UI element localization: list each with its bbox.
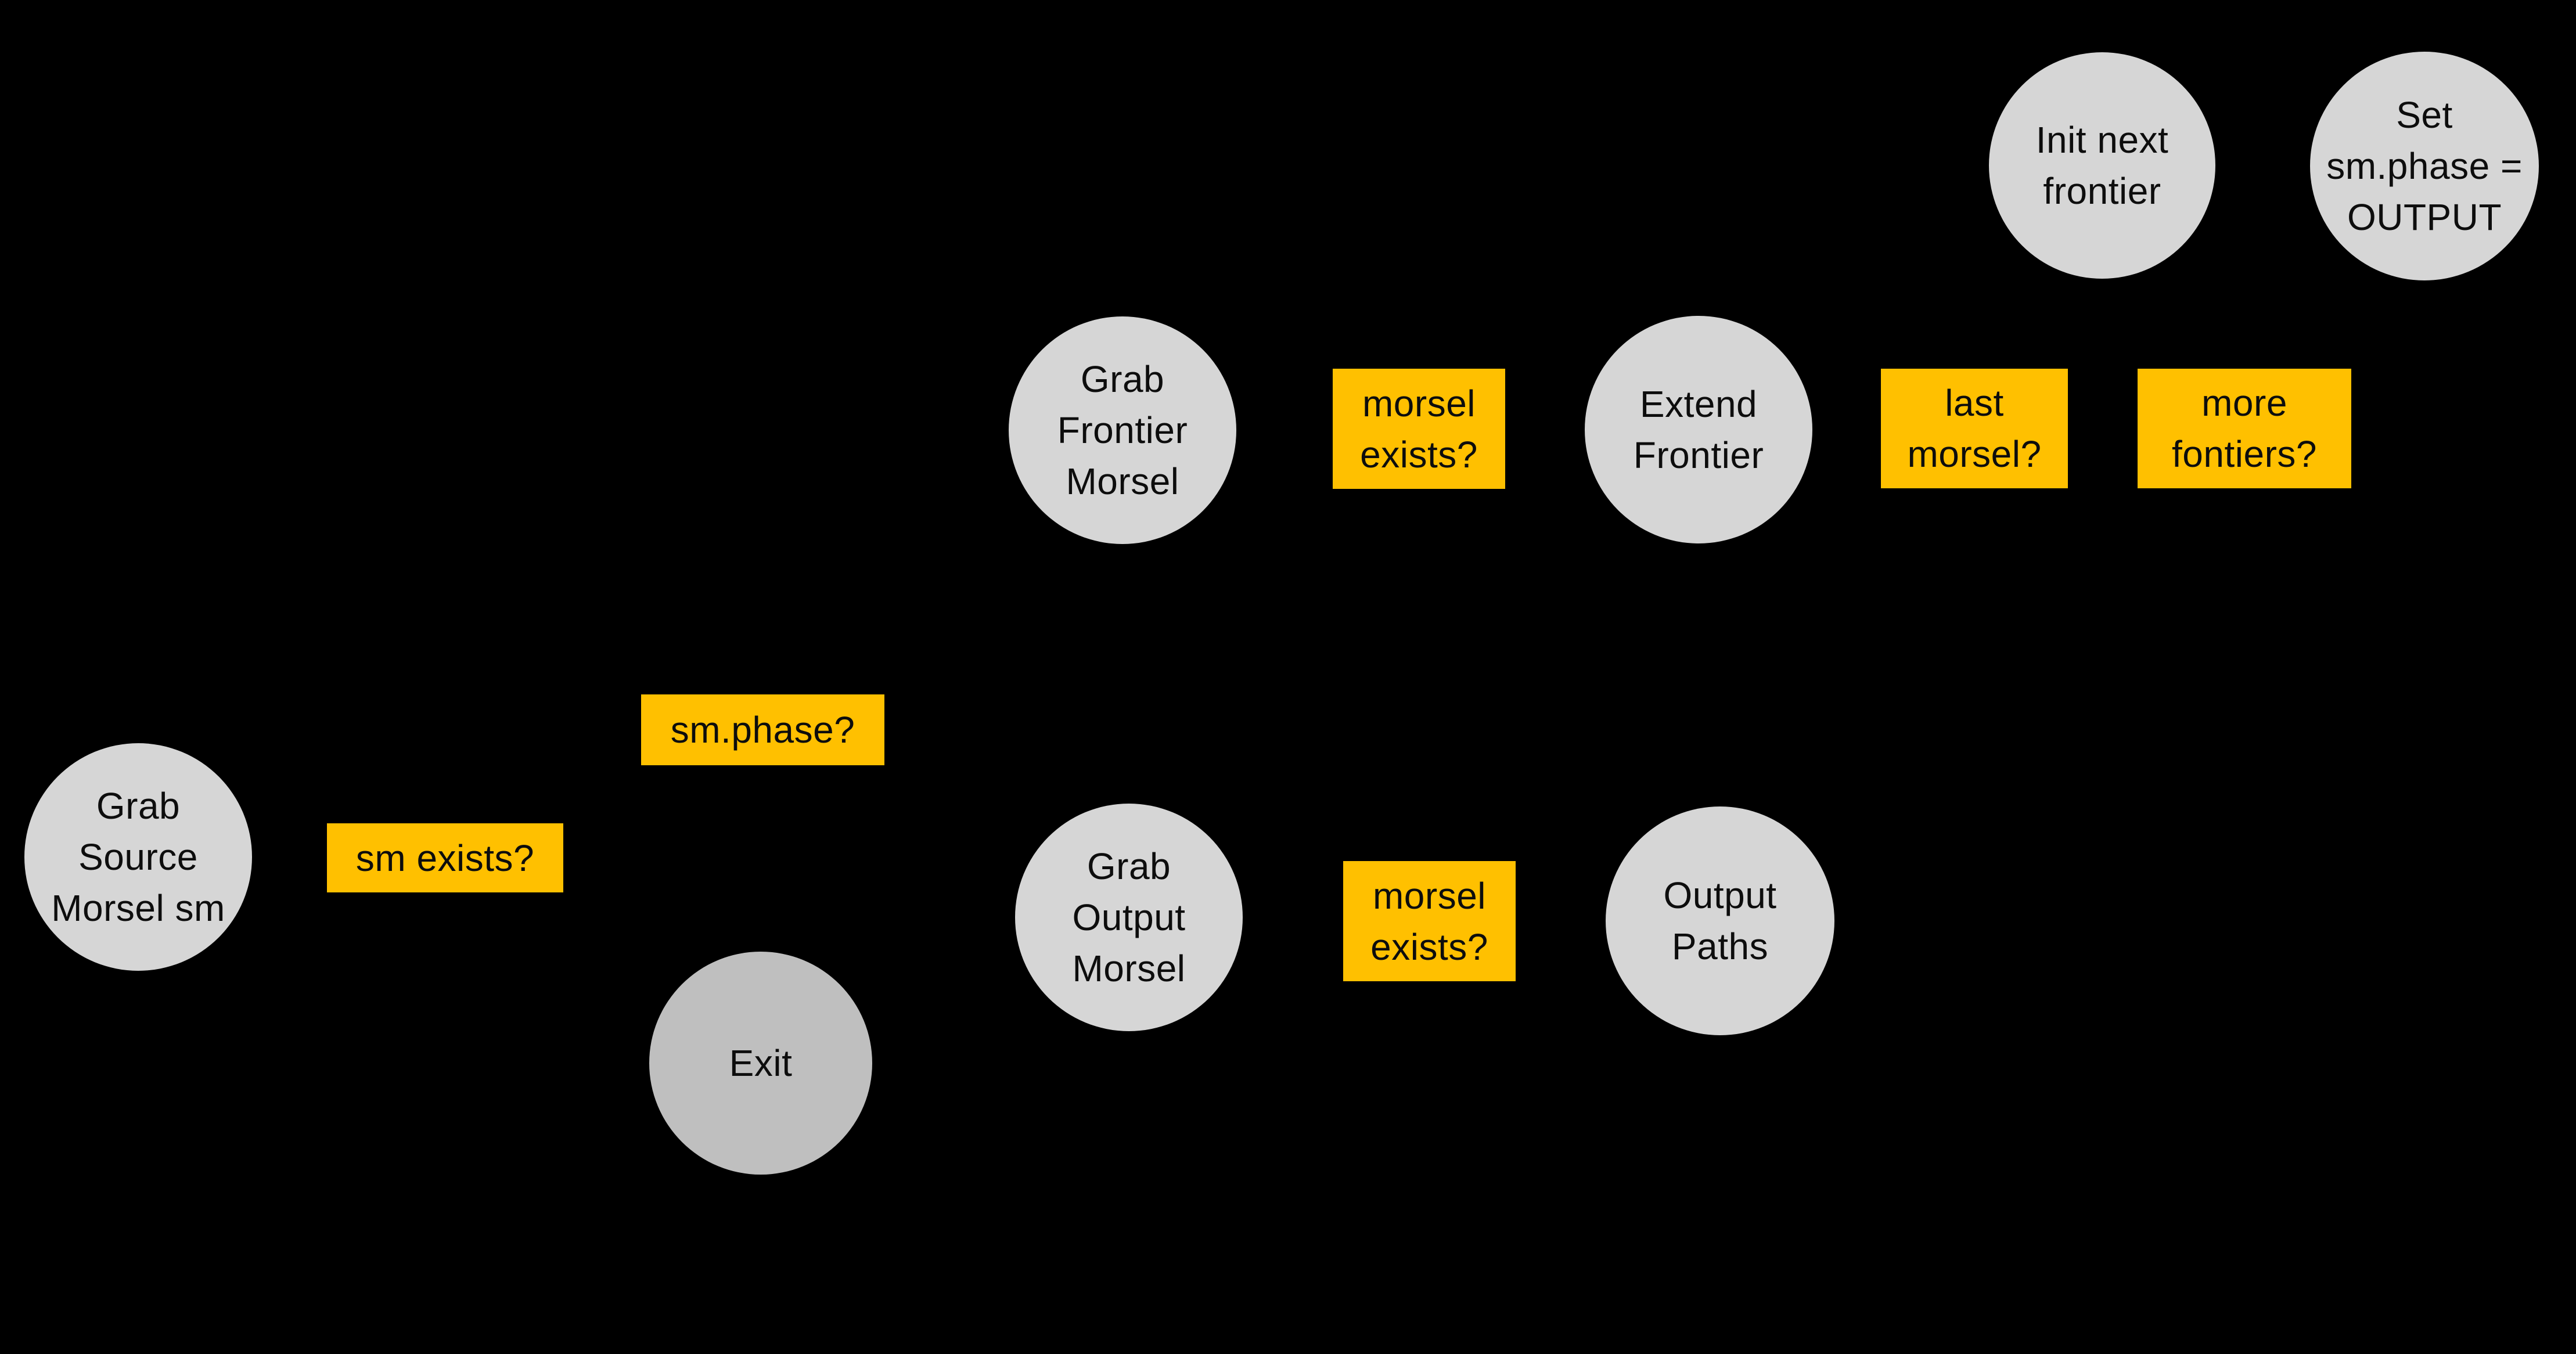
node-label-line: Morsel sm: [51, 887, 225, 929]
node-label-line: sm.phase =: [2326, 145, 2523, 187]
decision-label-line: fontiers?: [2172, 433, 2317, 475]
node-label-line: Set: [2396, 94, 2453, 136]
decision-box-sm-exists: sm exists?: [327, 823, 563, 892]
node-label-line: Grab: [1086, 845, 1171, 887]
decision-label-line: morsel: [1362, 382, 1476, 424]
node-label-line: Output: [1072, 896, 1186, 938]
decision-label-line: morsel: [1372, 874, 1487, 917]
flow-node-set-sm-phase-output: Set sm.phase = OUTPUT: [2310, 52, 2539, 280]
decision-label-line: more: [2201, 382, 2287, 424]
flow-node-exit: Exit: [649, 952, 872, 1175]
node-label-line: Init next: [2035, 119, 2169, 161]
node-label-line: Grab: [96, 785, 181, 827]
node-label-line: Paths: [1671, 926, 1769, 967]
node-label-line: Morsel: [1066, 460, 1179, 502]
node-label-line: Frontier: [1633, 434, 1764, 476]
decision-label-line: exists?: [1360, 433, 1478, 476]
node-label-line: frontier: [2043, 170, 2161, 212]
node-label-line: Output: [1663, 874, 1777, 916]
decision-box-more-fontiers: more fontiers?: [2138, 369, 2351, 488]
decision-label-line: exists?: [1370, 926, 1488, 968]
node-label-line: Frontier: [1057, 409, 1188, 451]
node-label-line: Extend: [1639, 383, 1758, 425]
node-label-line: Morsel: [1072, 948, 1186, 989]
decision-label-line: morsel?: [1907, 433, 2042, 475]
decision-label-line: sm.phase?: [670, 709, 855, 751]
node-label-line: Exit: [729, 1042, 793, 1084]
decision-box-sm-phase: sm.phase?: [641, 694, 884, 765]
node-label-line: OUTPUT: [2347, 196, 2502, 238]
node-label-line: Grab: [1080, 358, 1165, 400]
decision-label-line: sm exists?: [355, 837, 535, 879]
flow-node-init-next-frontier: Init next frontier: [1989, 52, 2215, 279]
decision-label-line: last: [1945, 382, 2004, 424]
decision-box-morsel-exists-frontier: morsel exists?: [1333, 369, 1505, 489]
decision-box-last-morsel: last morsel?: [1881, 369, 2068, 488]
decision-box-morsel-exists-output: morsel exists?: [1343, 861, 1516, 981]
node-label-line: Source: [78, 836, 198, 878]
